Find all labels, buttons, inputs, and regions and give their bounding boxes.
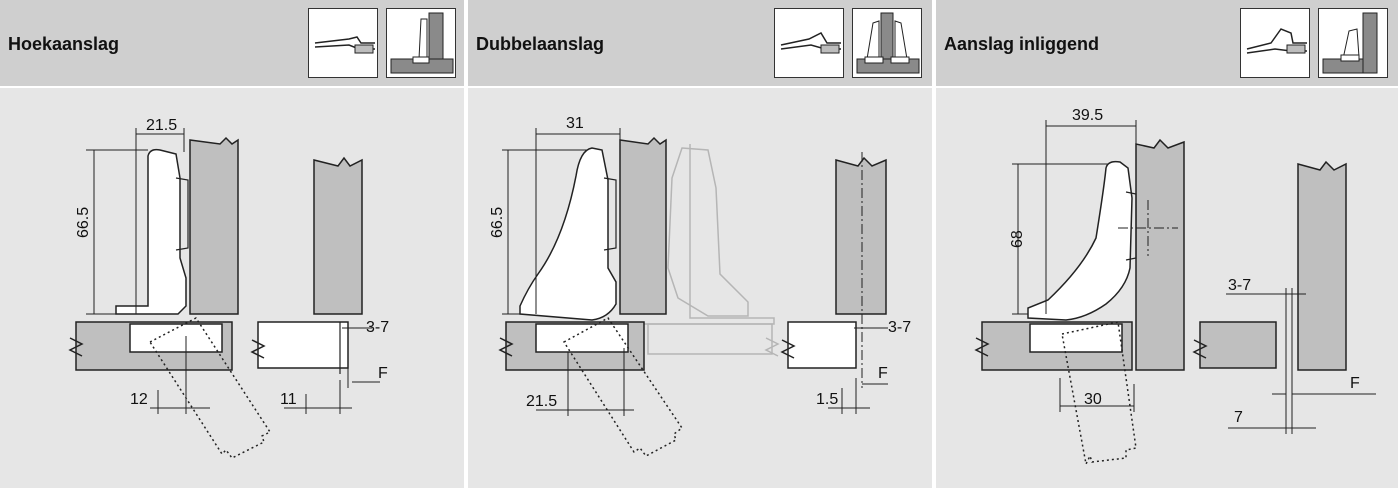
dim-spacing: 1.5 bbox=[816, 391, 838, 408]
hinge-dimension-drawing: 39.5 68 3-7 30 7 F bbox=[936, 88, 1398, 488]
dim-height: 66.5 bbox=[489, 207, 506, 238]
mounting-plate bbox=[129, 323, 223, 353]
dim-spacing: 11 bbox=[280, 391, 297, 408]
dim-spacing: 7 bbox=[1234, 409, 1243, 426]
hinge-dimension-drawing: 21.5 66.5 3-7 12 11 F bbox=[0, 88, 464, 488]
hinge-side-view-icon bbox=[1240, 8, 1310, 78]
panel-full-overlay: Hoekaanslag bbox=[0, 0, 464, 488]
dim-offset: 30 bbox=[1084, 391, 1102, 408]
dim-gap: 3-7 bbox=[366, 319, 389, 336]
hinge-dimension-drawing: 31 66.5 3-7 21.5 1.5 F bbox=[468, 88, 932, 488]
panel-title: Hoekaanslag bbox=[8, 34, 120, 54]
dim-height: 68 bbox=[1009, 230, 1026, 248]
dim-f: F bbox=[878, 365, 888, 382]
dim-offset: 21.5 bbox=[526, 393, 557, 410]
dim-width: 39.5 bbox=[1072, 107, 1103, 124]
door bbox=[189, 136, 239, 315]
door-detail bbox=[313, 156, 363, 315]
panel-header: Aanslag inliggend bbox=[936, 0, 1398, 88]
panel-title: Dubbelaanslag bbox=[476, 34, 605, 54]
dim-width: 31 bbox=[566, 115, 584, 132]
hinge-door-position-icon bbox=[386, 8, 456, 78]
panel-half-overlay: Dubbelaanslag bbox=[468, 0, 932, 488]
dim-height: 66.5 bbox=[75, 207, 92, 238]
inset-hinge-door-position-icon bbox=[1318, 8, 1388, 78]
dim-gap: 3-7 bbox=[888, 319, 911, 336]
dim-width: 21.5 bbox=[146, 117, 177, 134]
panel-header: Dubbelaanslag bbox=[468, 0, 932, 88]
double-hinge-door-position-icon bbox=[852, 8, 922, 78]
panel-title: Aanslag inliggend bbox=[944, 34, 1100, 54]
dim-offset: 12 bbox=[130, 391, 148, 408]
panel-header: Hoekaanslag bbox=[0, 0, 464, 88]
panel-inset: Aanslag inliggend bbox=[936, 0, 1398, 488]
dim-f: F bbox=[1350, 375, 1360, 392]
hinge-side-view-icon bbox=[774, 8, 844, 78]
hinge-side-view-icon bbox=[308, 8, 378, 78]
dim-f: F bbox=[378, 365, 388, 382]
dim-gap: 3-7 bbox=[1228, 277, 1251, 294]
hinge-arm bbox=[115, 148, 187, 315]
